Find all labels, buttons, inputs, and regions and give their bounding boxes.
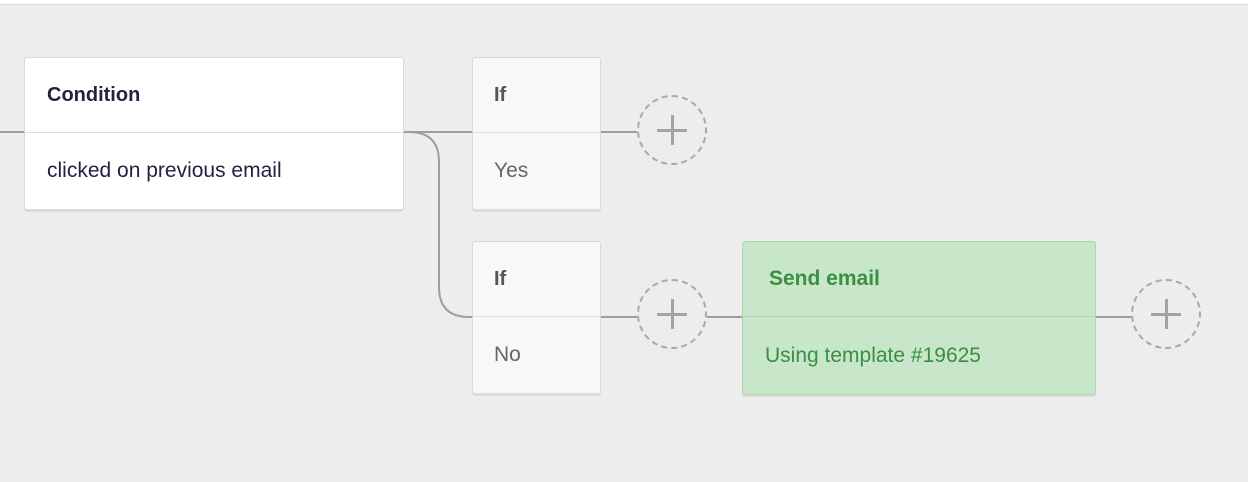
branch-no-title: If (473, 242, 600, 317)
add-step-button-yes[interactable] (637, 95, 707, 165)
send-email-card[interactable]: Send email Using template #19625 (742, 241, 1096, 395)
plus-icon (639, 97, 705, 163)
add-step-button-after-send[interactable] (1131, 279, 1201, 349)
send-email-title: Send email (743, 242, 1095, 317)
condition-title: Condition (25, 58, 403, 133)
plus-icon (1133, 281, 1199, 347)
plus-icon (639, 281, 705, 347)
branch-yes-card[interactable]: If Yes (472, 57, 601, 210)
send-email-description: Using template #19625 (765, 343, 981, 367)
add-step-button-no[interactable] (637, 279, 707, 349)
branch-yes-title: If (473, 58, 600, 133)
branch-yes-value: Yes (494, 159, 529, 182)
condition-description: clicked on previous email (47, 159, 282, 182)
condition-card[interactable]: Condition clicked on previous email (24, 57, 404, 210)
branch-no-value: No (494, 343, 521, 366)
branch-no-card[interactable]: If No (472, 241, 601, 394)
